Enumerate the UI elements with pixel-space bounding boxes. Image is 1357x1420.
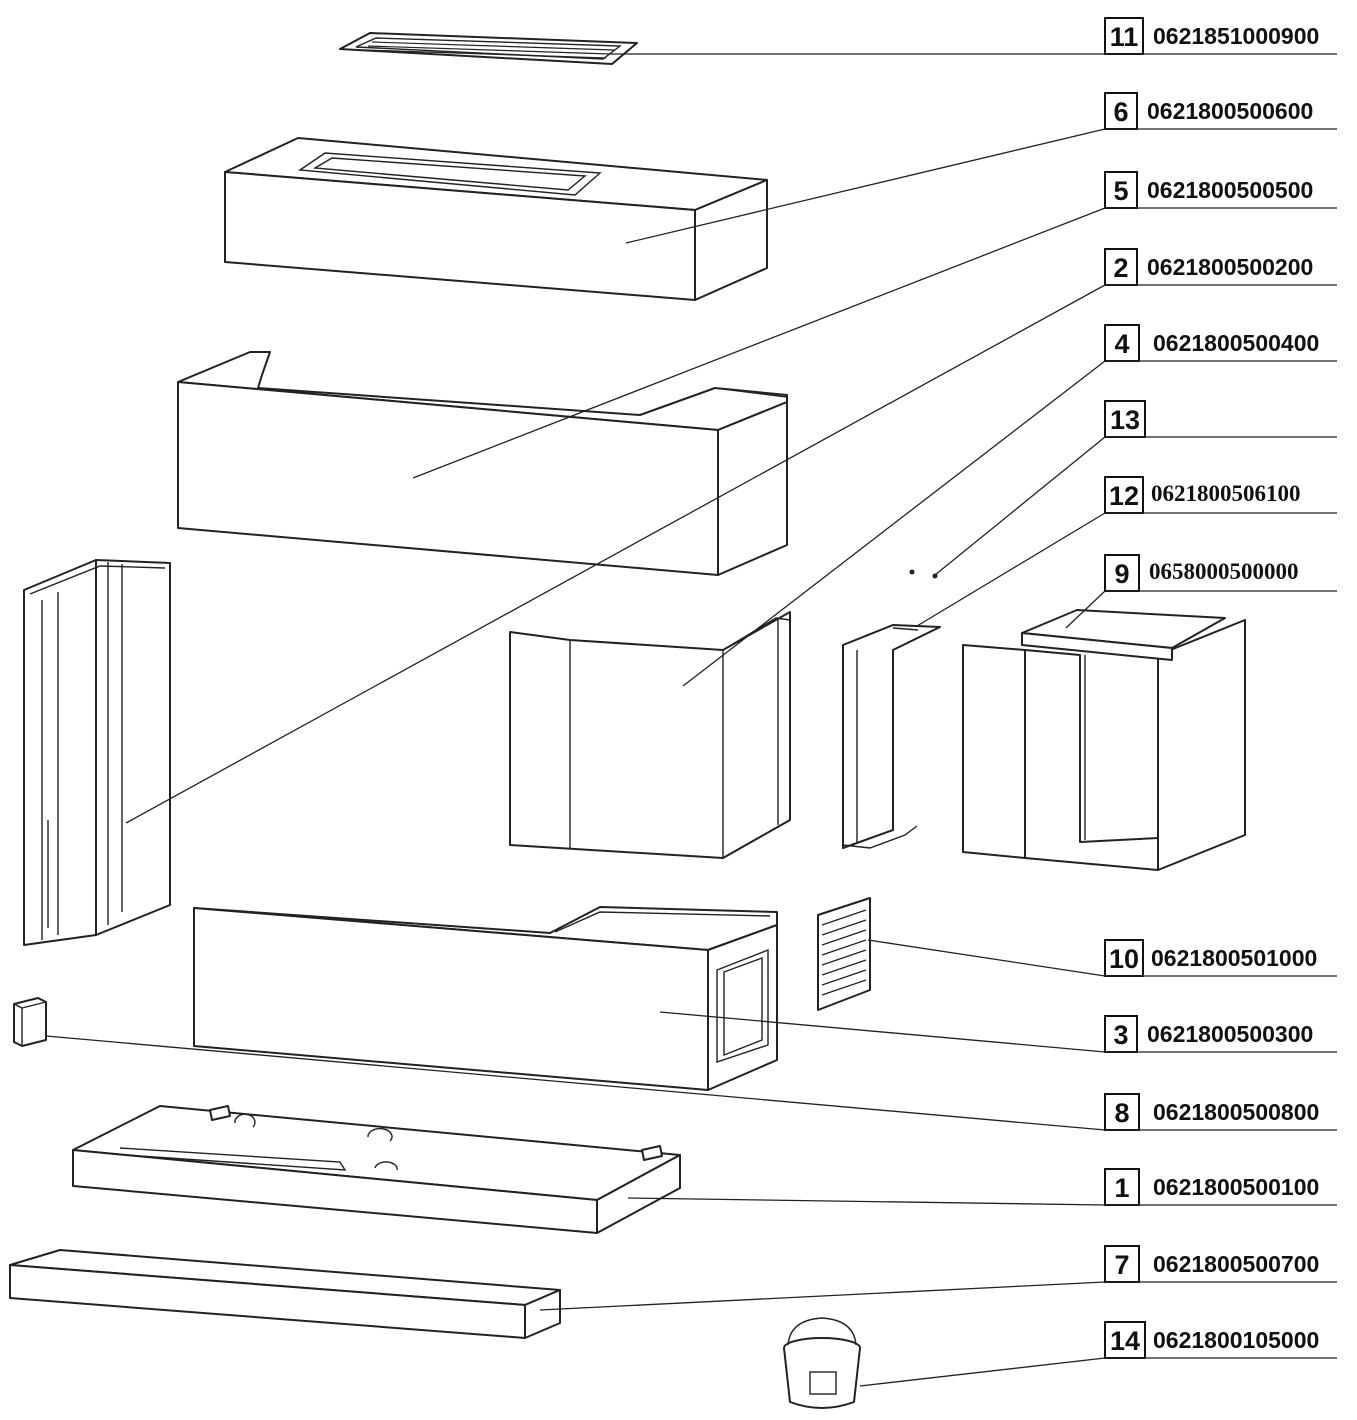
callout-num: 12	[1109, 481, 1139, 511]
callout-num: 10	[1109, 944, 1139, 974]
callout-num: 7	[1114, 1250, 1129, 1280]
callout-14: 14 0621800105000	[1104, 1321, 1337, 1359]
callout-code: 0621851000900	[1153, 23, 1319, 49]
callout-7: 7 0621800500700	[1104, 1245, 1337, 1283]
callout-9: 9 0658000500000	[1104, 554, 1337, 592]
callout-num: 5	[1113, 176, 1128, 206]
callout-code: 0621800506100	[1151, 481, 1301, 506]
callout-13: 13	[1104, 400, 1337, 438]
leader-lines	[45, 53, 1106, 1387]
callout-num: 4	[1114, 329, 1129, 359]
callout-code: 0621800500800	[1153, 1099, 1319, 1125]
callout-num: 1	[1114, 1173, 1129, 1203]
callout-code: 0621800500600	[1147, 98, 1313, 124]
callout-code: 0621800500500	[1147, 177, 1313, 203]
callout-4: 4 0621800500400	[1104, 324, 1337, 362]
callout-num: 6	[1113, 97, 1128, 127]
callout-5: 5 0621800500500	[1104, 171, 1337, 209]
callout-code: 0621800105000	[1153, 1327, 1319, 1353]
part-10-side-vent	[817, 897, 871, 1011]
callout-num: 8	[1114, 1098, 1129, 1128]
callout-code: 0621800500200	[1147, 254, 1313, 280]
callout-code: 0621800500300	[1147, 1021, 1313, 1047]
callout-num: 3	[1113, 1020, 1128, 1050]
part-4-middle-panel	[509, 611, 791, 859]
part-14-bucket	[783, 1317, 861, 1409]
part-3-lower-box	[193, 906, 778, 1091]
part-12-bracket	[842, 624, 941, 849]
callout-code: 0621800500700	[1153, 1251, 1319, 1277]
callout-10: 10 0621800501000	[1104, 939, 1337, 977]
part-9-inner-liner	[962, 609, 1246, 871]
callout-num: 2	[1113, 253, 1128, 283]
callout-8: 8 0621800500800	[1104, 1093, 1337, 1131]
callout-1: 1 0621800500100	[1104, 1168, 1337, 1206]
part-5-upper-hood	[177, 351, 788, 576]
part-6-top-cover	[224, 137, 768, 301]
callout-code: 0621800500100	[1153, 1174, 1319, 1200]
part-2-left-side-channel	[23, 559, 171, 946]
part-11-top-grille	[339, 32, 638, 65]
callout-11: 11 0621851000900	[1104, 17, 1337, 55]
callout-num: 11	[1110, 22, 1139, 52]
callout-2: 2 0621800500200	[1104, 248, 1337, 286]
callout-num: 14	[1110, 1326, 1140, 1356]
part-8-small-block	[13, 997, 47, 1047]
callout-num: 9	[1114, 559, 1129, 589]
callout-code: 0621800500400	[1153, 330, 1319, 356]
callout-12: 12 0621800506100	[1104, 476, 1337, 514]
callout-num: 13	[1110, 405, 1140, 435]
callout-6: 6 0621800500600	[1104, 92, 1337, 130]
part-7-long-bar	[9, 1249, 561, 1339]
callout-3: 3 0621800500300	[1104, 1015, 1337, 1053]
callout-code: 0658000500000	[1149, 559, 1299, 584]
callout-code: 0621800501000	[1151, 945, 1317, 971]
part-13-screws	[909, 569, 938, 579]
part-1-base-plate	[72, 1105, 681, 1234]
